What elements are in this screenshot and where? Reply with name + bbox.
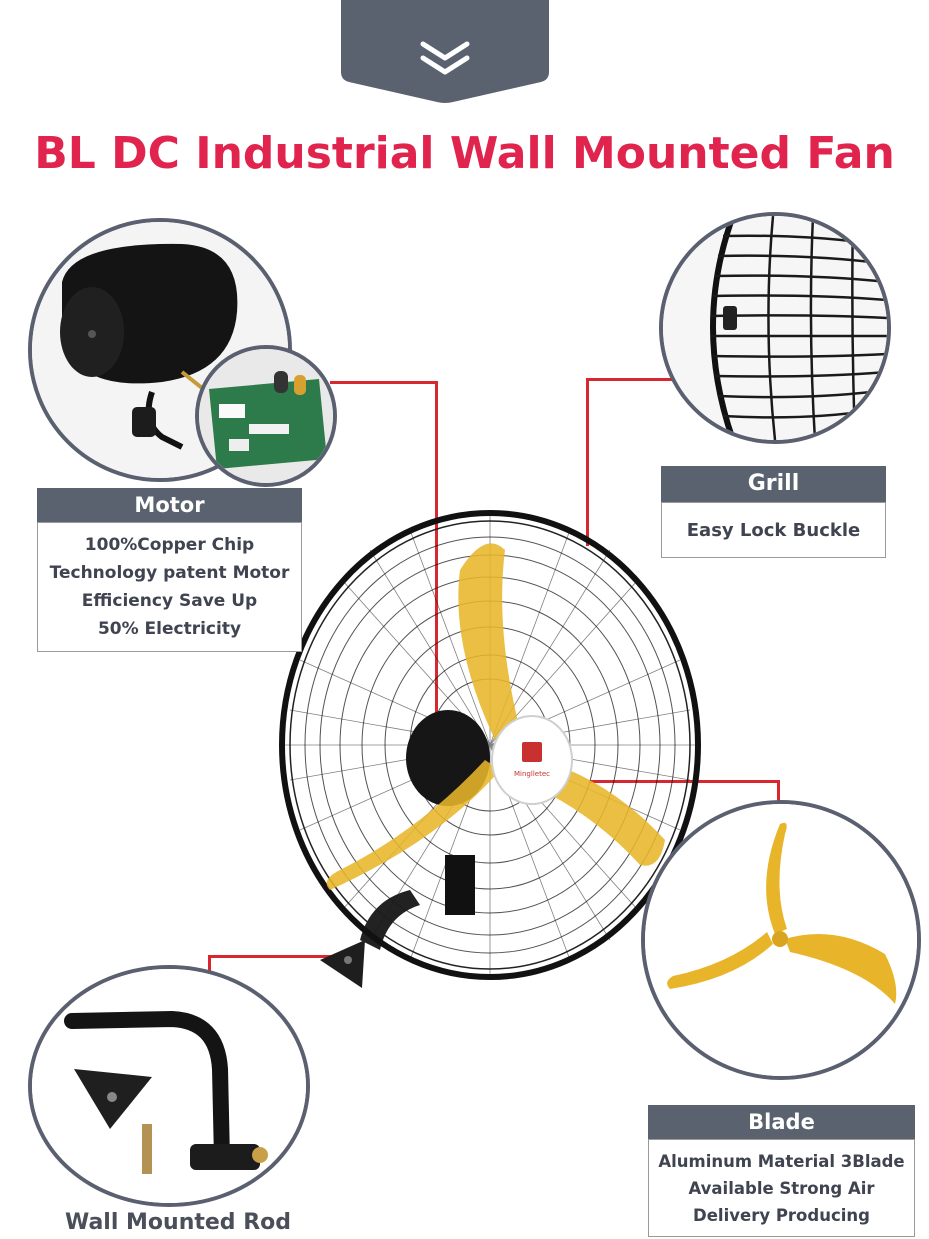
motor-line-1: 100%Copper Chip <box>84 535 255 555</box>
grill-heading: Grill <box>661 466 886 502</box>
grill-description: Easy Lock Buckle <box>661 502 886 558</box>
page-title: BL DC Industrial Wall Mounted Fan <box>34 128 895 179</box>
blade-image-circle <box>641 800 921 1080</box>
grill-connector-v <box>586 378 589 546</box>
motor-line-3: Efficiency Save Up <box>81 591 258 611</box>
grill-connector-h <box>586 378 676 381</box>
blade-heading: Blade <box>648 1105 915 1139</box>
motor-heading: Motor <box>37 488 302 522</box>
grill-image-circle <box>659 212 891 444</box>
motor-connector-v <box>435 381 438 731</box>
motor-line-4: 50% Electricity <box>97 619 242 639</box>
scroll-down-tab[interactable] <box>341 0 549 104</box>
motor-description: 100%Copper Chip Technology patent Motor … <box>37 522 302 652</box>
motor-connector-h <box>330 381 437 384</box>
rod-connector-h <box>208 955 343 958</box>
motor-line-2: Technology patent Motor <box>49 563 290 583</box>
rod-connector-v <box>208 955 211 975</box>
grill-icon <box>663 216 887 440</box>
fan-logo-text: Minglletec <box>514 770 550 778</box>
blade-line-2: Available Strong Air <box>688 1179 875 1198</box>
blade-description: Aluminum Material 3Blade Available Stron… <box>648 1139 915 1237</box>
blade-icon <box>645 804 917 1076</box>
double-chevron-down-icon <box>341 0 549 103</box>
fan-illustration: Minglletec <box>270 510 710 1020</box>
blade-line-1: Aluminum Material 3Blade <box>658 1152 905 1171</box>
circuit-board-icon <box>199 349 333 483</box>
wall-rod-icon <box>32 969 306 1203</box>
blade-connector-h <box>590 780 780 783</box>
rod-caption: Wall Mounted Rod <box>64 1210 292 1235</box>
blade-connector-v <box>777 780 780 802</box>
blade-line-3: Delivery Producing <box>693 1206 870 1225</box>
rod-image-circle <box>28 965 310 1207</box>
circuit-board-circle <box>195 345 337 487</box>
